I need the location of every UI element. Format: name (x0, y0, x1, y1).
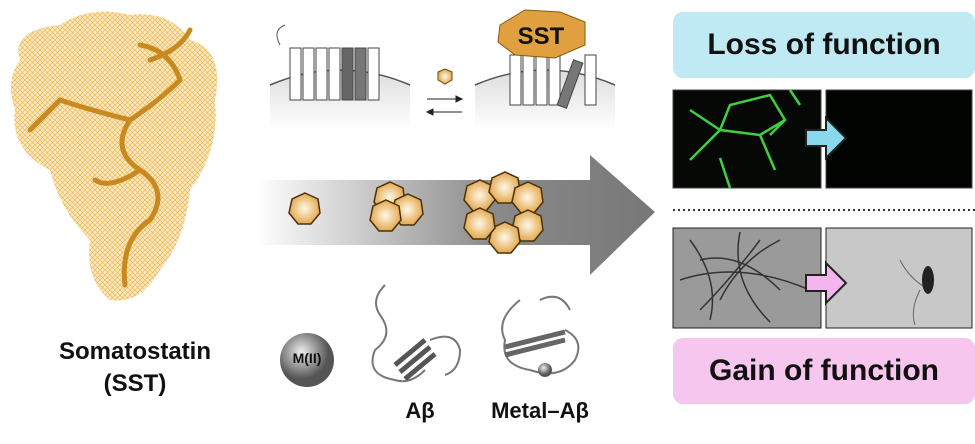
metal-label: M(II) (292, 350, 322, 366)
receptor-bound (474, 9, 616, 130)
loss-of-function-box: Loss of function (673, 12, 975, 78)
sst-ligand-label: SST (518, 23, 565, 50)
abeta-structure (371, 284, 462, 383)
metal-abeta-structure (501, 295, 580, 377)
sst-abbreviation: (SST) (103, 370, 167, 397)
equilibrium-arrows (425, 68, 464, 116)
somatostatin-structure (11, 11, 218, 301)
gain-of-function-box: Gain of function (673, 338, 975, 404)
aggregation-arrow (255, 155, 655, 275)
sst-aggregates (288, 171, 544, 254)
metal-ion-sphere (280, 333, 334, 387)
abeta-label: Aβ (405, 398, 435, 423)
somatostatin-label: Somatostatin (58, 338, 211, 365)
receptor-unbound (269, 24, 411, 130)
fluorescence-images (672, 89, 973, 189)
tem-images (672, 227, 973, 329)
metal-abeta-label: Metal–Aβ (491, 398, 589, 423)
